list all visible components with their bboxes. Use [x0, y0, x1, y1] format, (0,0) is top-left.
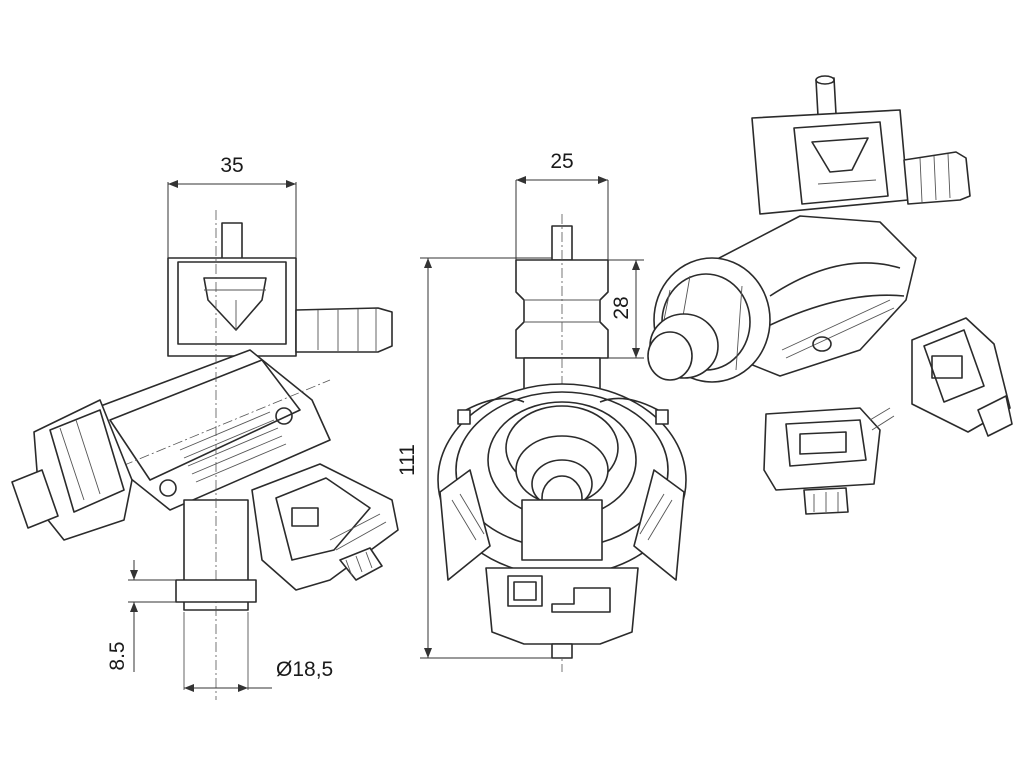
- dimension-height-111: 111: [396, 257, 552, 659]
- dim-label-25: 25: [550, 150, 573, 173]
- dim-label-35: 35: [220, 154, 243, 177]
- dimension-width-middle: 25: [515, 150, 609, 260]
- isometric-view-right: [647, 75, 1013, 515]
- dim-label-diameter: Ø18,5: [276, 658, 333, 681]
- dim-label-111: 111: [396, 444, 419, 476]
- dimension-diameter: Ø18,5: [184, 658, 333, 692]
- dim-label-28: 28: [610, 296, 633, 319]
- front-view-middle: [437, 214, 687, 672]
- dimension-width-left: 35: [167, 154, 297, 258]
- dim-label-8-5: 8.5: [106, 641, 129, 670]
- side-view-left: [11, 210, 399, 700]
- dimension-height-28: 28: [608, 259, 644, 359]
- dimension-height-small: 8.5: [106, 560, 176, 672]
